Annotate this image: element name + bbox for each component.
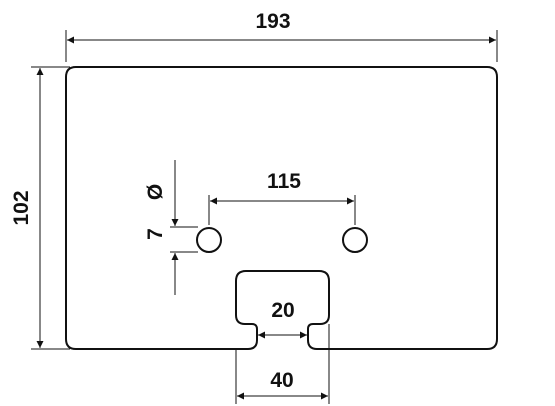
slot-neck-dimension: 20: [258, 299, 307, 339]
plate-outline: [65, 66, 498, 350]
overall-height-dimension: 102: [10, 66, 70, 350]
hole-diameter-label: 7: [144, 228, 167, 240]
overall-height-label: 102: [10, 190, 33, 225]
slot-neck-label: 20: [271, 299, 294, 322]
mounting-hole-left: [196, 227, 222, 253]
hole-diameter-symbol: Ø: [144, 184, 167, 200]
overall-width-dimension: 193: [65, 10, 498, 62]
overall-width-label: 193: [255, 10, 290, 33]
slot-width-dimension: 40: [235, 324, 330, 404]
hole-spacing-label: 115: [267, 170, 301, 193]
mounting-hole-right: [342, 227, 368, 253]
hole-spacing-dimension: 115: [208, 170, 356, 225]
slot-width-label: 40: [270, 369, 293, 392]
hole-diameter-dimension: Ø 7: [144, 160, 198, 295]
